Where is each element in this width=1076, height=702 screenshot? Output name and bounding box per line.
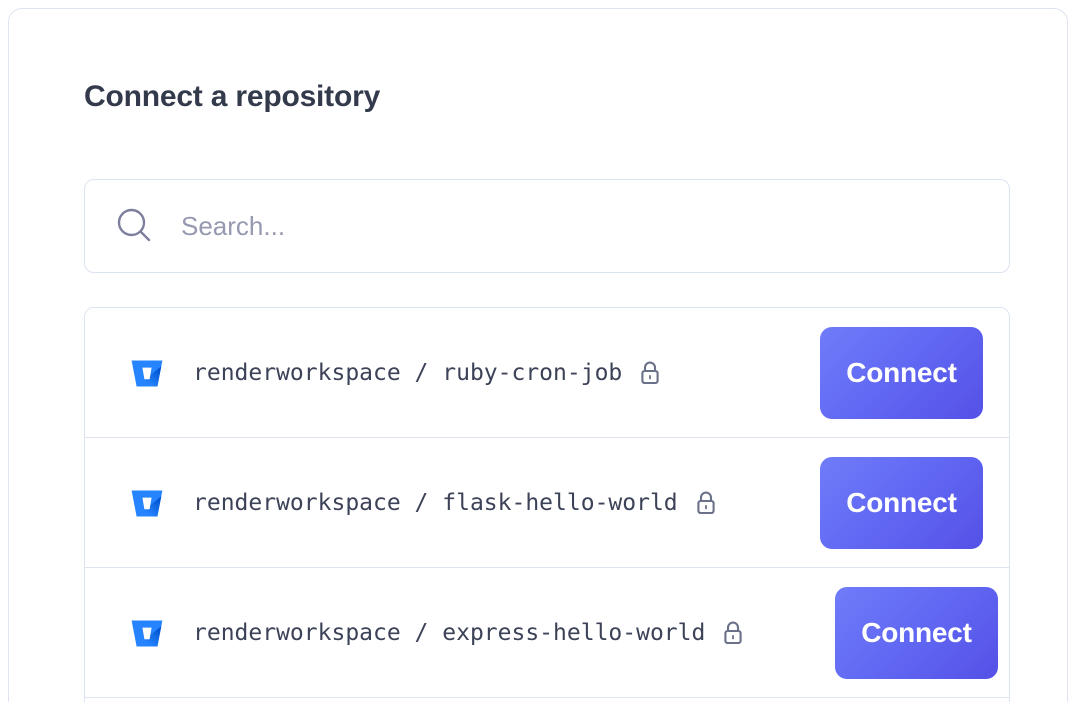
lock-icon	[724, 621, 743, 644]
repository-row[interactable]: renderworkspace / express-hello-world Co…	[85, 568, 1009, 698]
page-title: Connect a repository	[84, 80, 381, 113]
connect-button[interactable]: Connect	[820, 326, 983, 419]
page-card: Connect a repository	[8, 8, 1068, 702]
repository-row-partial[interactable]	[85, 698, 1009, 702]
repository-name: renderworkspace / flask-hello-world	[193, 489, 678, 516]
search-icon	[117, 208, 151, 242]
search-input[interactable]	[181, 206, 981, 246]
bitbucket-icon	[131, 360, 163, 386]
bitbucket-icon	[131, 620, 163, 646]
repository-row[interactable]: renderworkspace / flask-hello-world Conn…	[85, 438, 1009, 568]
repository-name: renderworkspace / ruby-cron-job	[193, 359, 623, 386]
lock-icon	[641, 361, 659, 384]
lock-icon	[697, 491, 715, 514]
connect-button[interactable]: Connect	[820, 456, 983, 549]
repository-row[interactable]: renderworkspace / ruby-cron-job Connect	[85, 308, 1009, 438]
search-field[interactable]	[84, 179, 1010, 273]
bitbucket-icon	[131, 490, 163, 516]
connect-button[interactable]: Connect	[835, 586, 998, 679]
repository-name: renderworkspace / express-hello-world	[193, 619, 706, 646]
repository-list: renderworkspace / ruby-cron-job Connect	[84, 307, 1010, 702]
